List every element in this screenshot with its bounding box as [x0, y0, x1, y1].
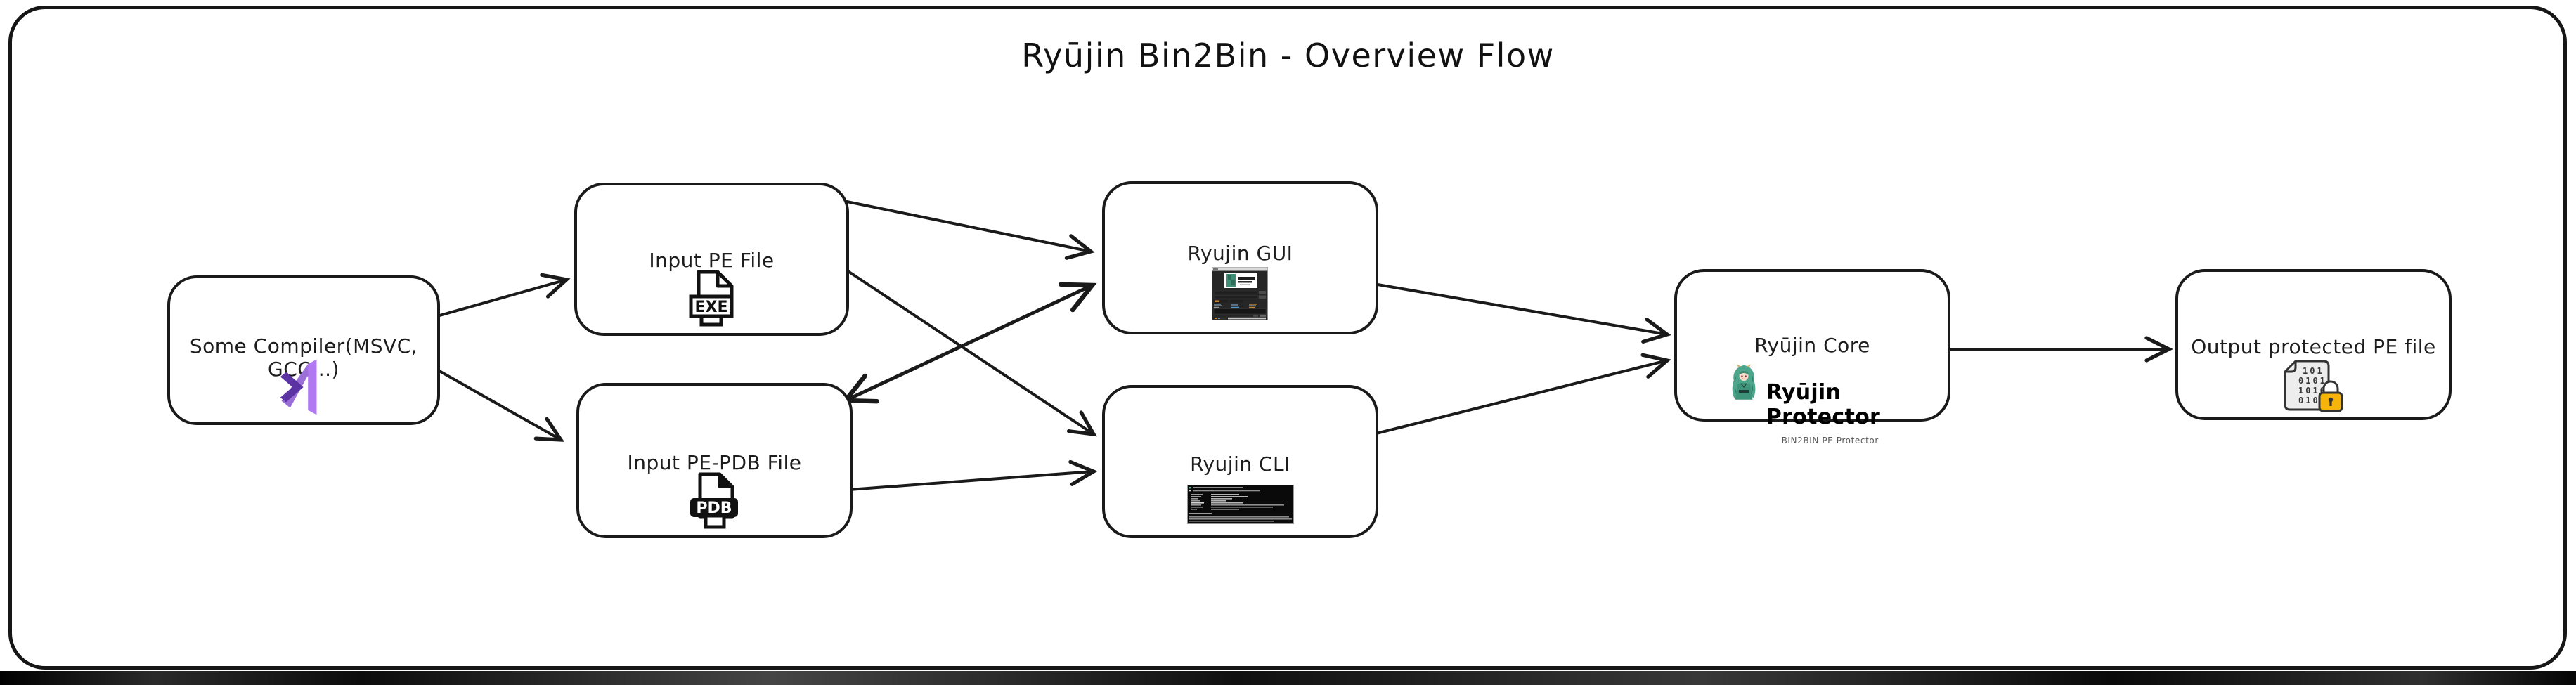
- node-ryujin-core[interactable]: Ryūjin Core Ryūjin Protector BIN2BIN PE …: [1674, 269, 1950, 445]
- binary-row: 0101: [2298, 376, 2327, 386]
- binary-row: 101: [2303, 366, 2324, 376]
- binary-row: 1010: [2298, 386, 2327, 396]
- node-output-protected-pe[interactable]: Output protected PE file 101 0101 1010 0…: [2175, 269, 2452, 420]
- node-cli-label: Ryujin CLI: [1190, 452, 1290, 476]
- node-input-pe-pdb-file[interactable]: Input PE-PDB File PDB: [576, 383, 853, 538]
- node-pe-label: Input PE File: [649, 249, 775, 272]
- terminal-window-thumbnail: [1187, 485, 1294, 524]
- visual-studio-logo-icon: [280, 359, 317, 415]
- node-pdb-label: Input PE-PDB File: [627, 451, 802, 474]
- node-compiler[interactable]: Some Compiler(MSVC, GCC...): [167, 275, 440, 425]
- protector-name: Ryūjin Protector: [1766, 380, 1881, 429]
- exe-badge-text: EXE: [694, 299, 727, 316]
- protector-card: Ryūjin Protector BIN2BIN PE Protector: [1730, 353, 1894, 445]
- node-gui-label: Ryujin GUI: [1187, 242, 1293, 265]
- node-ryujin-gui[interactable]: Ryujin GUI: [1102, 181, 1378, 334]
- binary-file-lock-icon: 101 0101 1010 0101: [2284, 360, 2343, 412]
- node-output-label: Output protected PE file: [2191, 335, 2436, 358]
- node-core-label: Ryūjin Core: [1754, 334, 1870, 357]
- diagram-title: Ryūjin Bin2Bin - Overview Flow: [1021, 37, 1555, 74]
- protector-subtitle: BIN2BIN PE Protector: [1781, 436, 1879, 445]
- exe-file-icon: EXE: [689, 270, 734, 327]
- pdb-file-icon: PDB: [690, 472, 738, 529]
- node-ryujin-cli[interactable]: Ryujin CLI: [1102, 385, 1378, 538]
- pdb-badge-text: PDB: [696, 500, 732, 517]
- ryujin-mascot-image: [1730, 363, 1756, 401]
- gui-window-thumbnail: [1212, 267, 1268, 320]
- lock-icon: [2318, 380, 2343, 412]
- binary-row: 0101: [2298, 396, 2327, 405]
- node-input-pe-file[interactable]: Input PE File EXE: [574, 183, 849, 336]
- bottom-black-bar: [0, 671, 2576, 685]
